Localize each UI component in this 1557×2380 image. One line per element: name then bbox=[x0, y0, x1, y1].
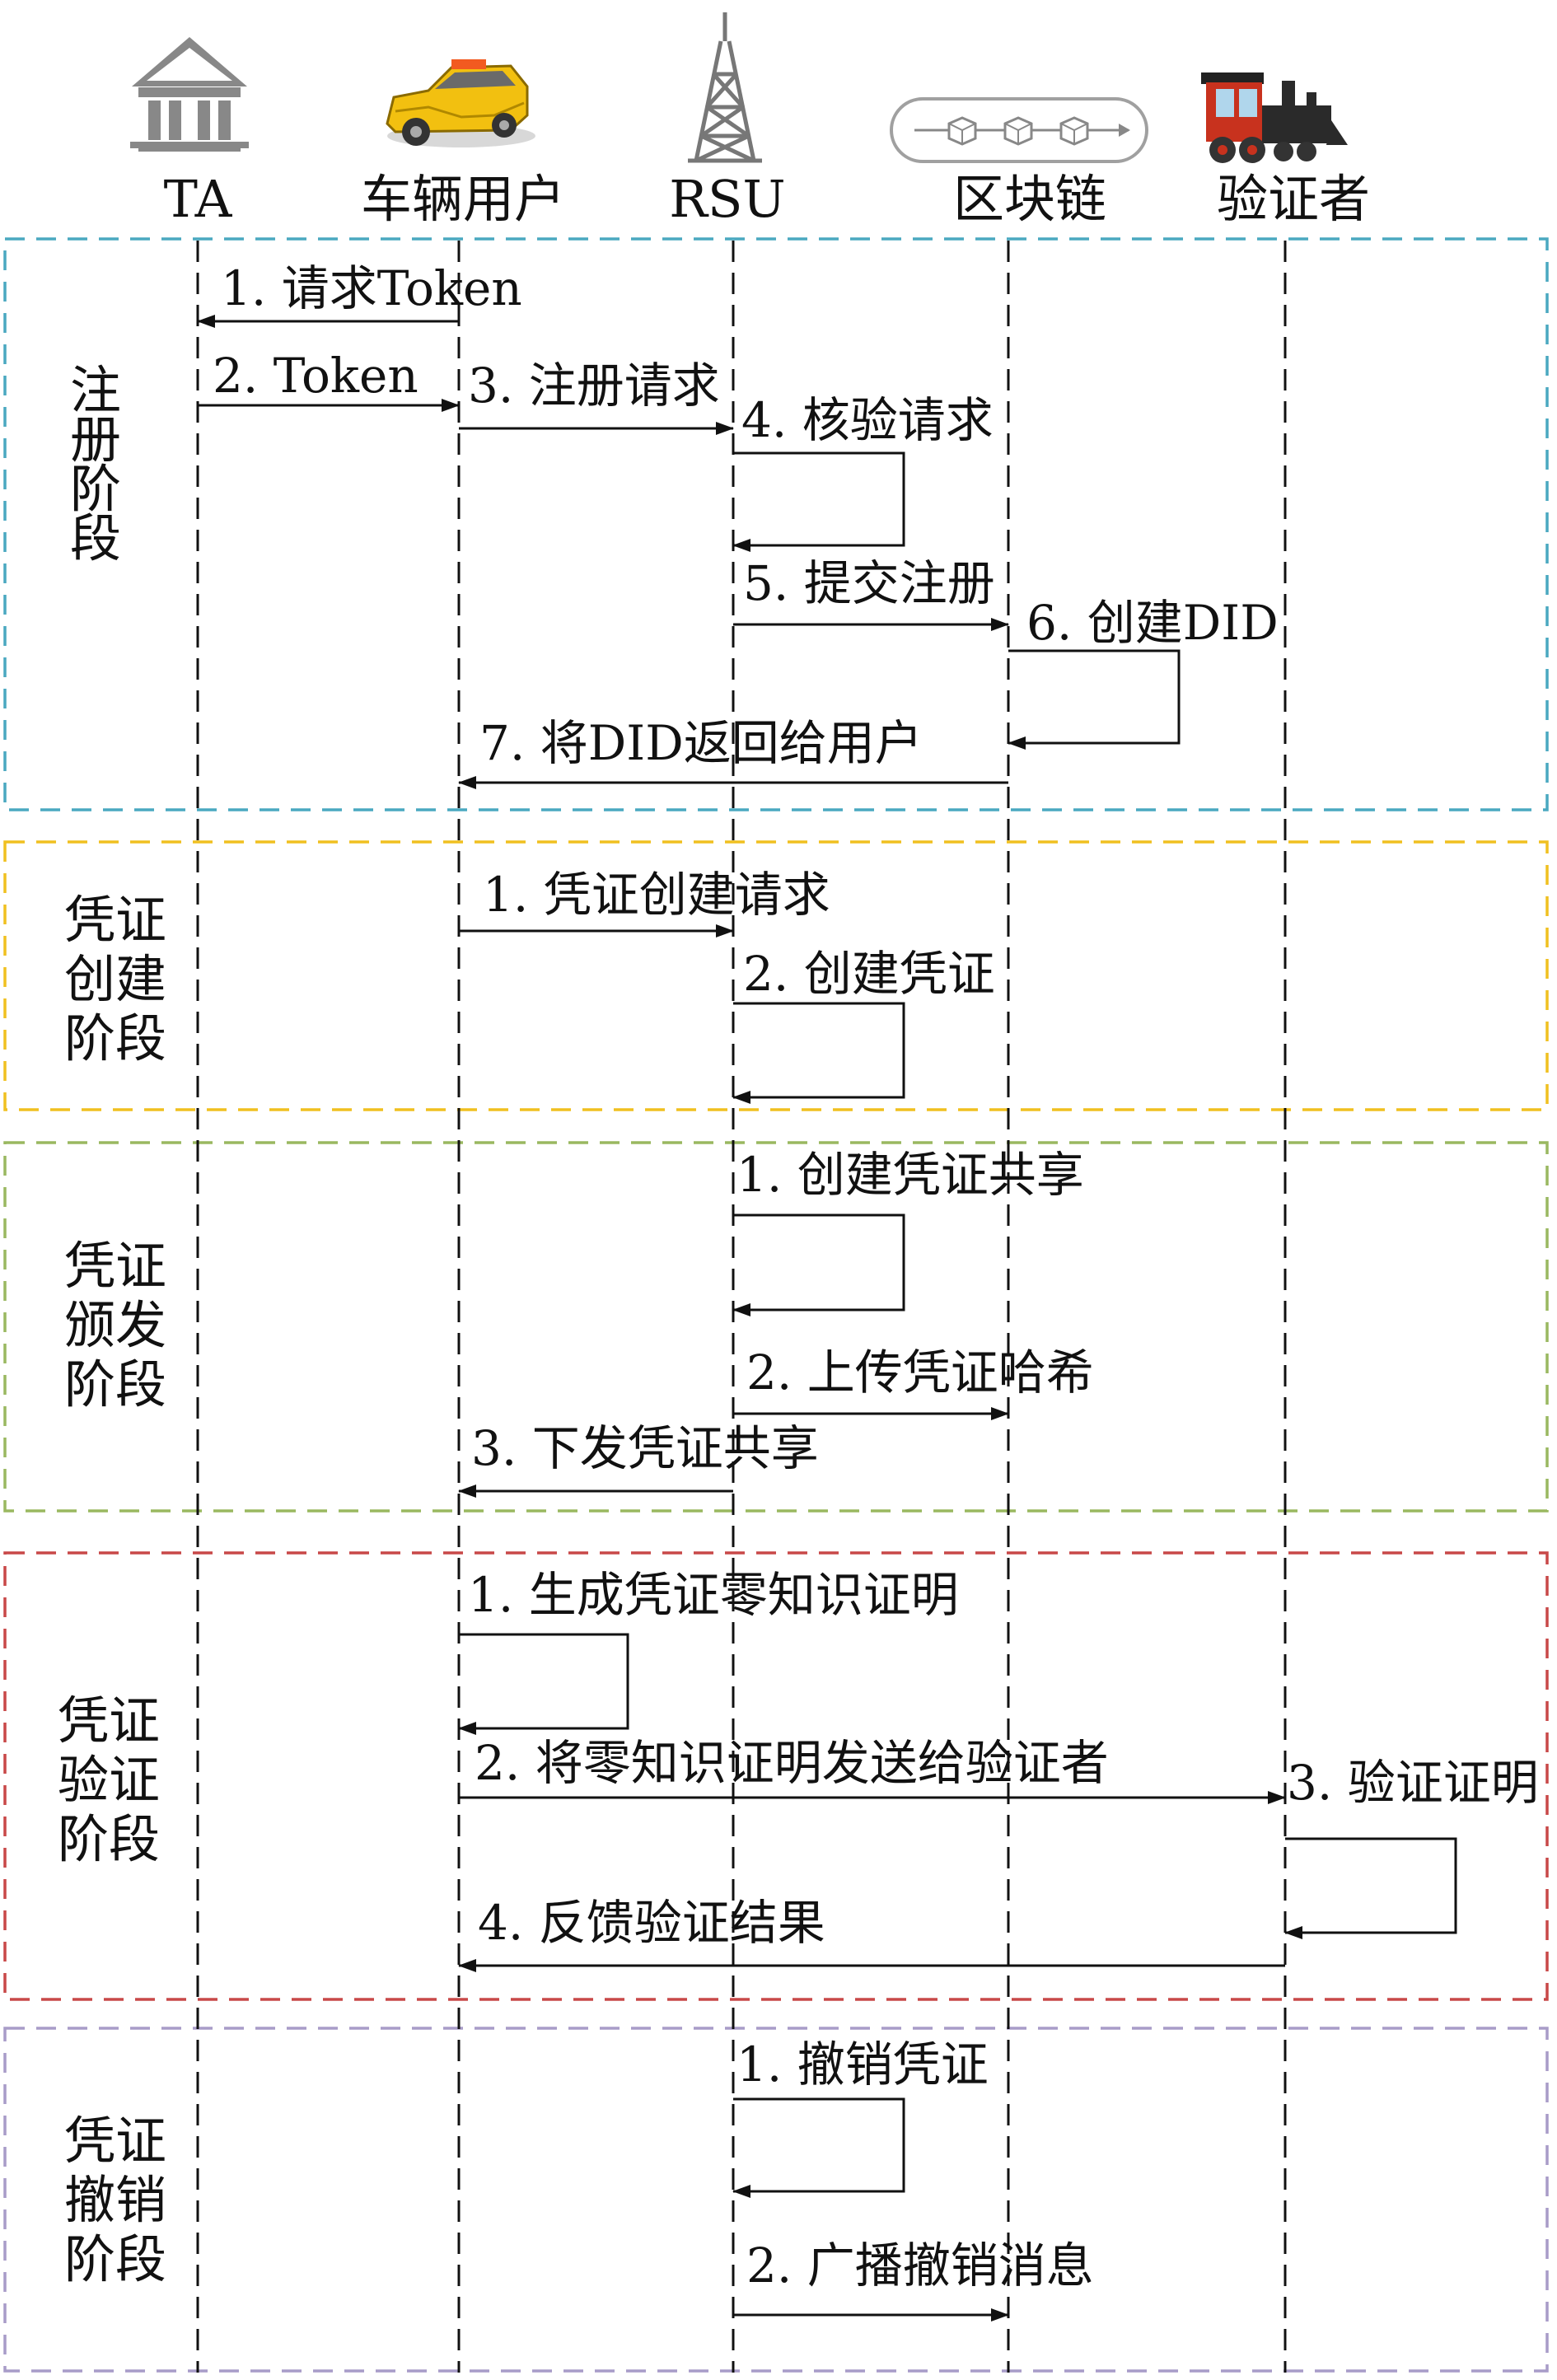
svg-text:注: 注 bbox=[70, 360, 121, 420]
phase-box-create bbox=[3, 840, 1549, 1111]
svg-text:4. 反馈验证结果: 4. 反馈验证结果 bbox=[478, 1895, 825, 1951]
phase-box-issue bbox=[3, 1141, 1549, 1513]
train-icon bbox=[1201, 72, 1348, 163]
message-revoke-2: 2. 广播撤销消息 bbox=[733, 2237, 1094, 2322]
svg-text:段: 段 bbox=[70, 508, 121, 568]
svg-text:阶: 阶 bbox=[70, 459, 121, 519]
svg-text:册: 册 bbox=[70, 409, 121, 470]
svg-text:7. 将DID返回给用户: 7. 将DID返回给用户 bbox=[479, 715, 923, 771]
message-issue-1: 1. 创建凭证共享 bbox=[732, 1147, 1084, 1316]
svg-text:1. 凭证创建请求: 1. 凭证创建请求 bbox=[483, 867, 830, 923]
taxi-icon bbox=[386, 59, 535, 147]
svg-text:凭证: 凭证 bbox=[58, 1690, 160, 1751]
message-register-2: 2. Token bbox=[198, 348, 460, 412]
actor-label-ta: TA bbox=[164, 169, 233, 229]
svg-text:5. 提交注册: 5. 提交注册 bbox=[743, 555, 995, 611]
svg-text:2. Token: 2. Token bbox=[213, 348, 418, 404]
phase-title-register: 注 册 阶 段 bbox=[70, 360, 121, 568]
phase-title-revoke: 凭证 撤销 阶段 bbox=[64, 2111, 166, 2289]
phase-title-create: 凭证 创建 阶段 bbox=[64, 890, 166, 1068]
bank-icon bbox=[130, 37, 249, 152]
svg-text:2. 上传凭证哈希: 2. 上传凭证哈希 bbox=[746, 1344, 1094, 1400]
svg-text:1. 撤销凭证: 1. 撤销凭证 bbox=[736, 2036, 989, 2092]
actor-label-chain: 区块链 bbox=[953, 169, 1106, 229]
svg-text:验证: 验证 bbox=[58, 1750, 160, 1810]
svg-text:1. 请求Token: 1. 请求Token bbox=[221, 260, 522, 316]
actor-label-vehicle: 车辆用户 bbox=[361, 169, 565, 229]
svg-text:阶段: 阶段 bbox=[64, 1354, 166, 1414]
message-register-3: 3. 注册请求 bbox=[459, 358, 734, 435]
message-issue-2: 2. 上传凭证哈希 bbox=[733, 1344, 1094, 1420]
phase-box-verify bbox=[3, 1551, 1549, 2001]
message-register-1: 1. 请求Token bbox=[197, 260, 522, 328]
svg-text:4. 核验请求: 4. 核验请求 bbox=[741, 392, 994, 448]
message-verify-4: 4. 反馈验证结果 bbox=[458, 1895, 1285, 1972]
phase-box-register bbox=[3, 237, 1549, 811]
message-register-5: 5. 提交注册 bbox=[733, 555, 1009, 631]
svg-text:凭证: 凭证 bbox=[64, 1236, 166, 1296]
message-create-1: 1. 凭证创建请求 bbox=[459, 867, 830, 938]
message-revoke-1: 1. 撤销凭证 bbox=[732, 2036, 989, 2198]
message-register-7: 7. 将DID返回给用户 bbox=[458, 715, 1008, 789]
phase-box-revoke bbox=[3, 2027, 1549, 2373]
message-verify-2: 2. 将零知识证明发送给验证者 bbox=[459, 1735, 1286, 1804]
message-create-2: 2. 创建凭证 bbox=[732, 946, 995, 1104]
blockchain-icon bbox=[890, 97, 1148, 163]
message-register-6: 6. 创建DID bbox=[1008, 595, 1279, 750]
svg-text:3. 验证证明: 3. 验证证明 bbox=[1287, 1755, 1539, 1811]
message-verify-1: 1. 生成凭证零知识证明 bbox=[458, 1567, 959, 1735]
svg-text:凭证: 凭证 bbox=[64, 890, 166, 950]
phase-title-issue: 凭证 颁发 阶段 bbox=[64, 1236, 166, 1414]
svg-text:阶段: 阶段 bbox=[58, 1809, 160, 1869]
svg-text:1. 创建凭证共享: 1. 创建凭证共享 bbox=[736, 1147, 1084, 1203]
svg-text:凭证: 凭证 bbox=[64, 2111, 166, 2171]
message-register-4: 4. 核验请求 bbox=[732, 392, 994, 552]
svg-text:颁发: 颁发 bbox=[64, 1295, 166, 1355]
svg-text:3. 注册请求: 3. 注册请求 bbox=[468, 358, 720, 414]
actor-label-verifier: 验证者 bbox=[1217, 169, 1370, 229]
svg-text:创建: 创建 bbox=[64, 949, 166, 1009]
svg-text:2. 创建凭证: 2. 创建凭证 bbox=[743, 946, 995, 1002]
svg-text:6. 创建DID: 6. 创建DID bbox=[1026, 595, 1279, 651]
tower-icon bbox=[688, 12, 762, 163]
svg-text:阶段: 阶段 bbox=[64, 1008, 166, 1068]
svg-text:1. 生成凭证零知识证明: 1. 生成凭证零知识证明 bbox=[468, 1567, 959, 1623]
message-verify-3: 3. 验证证明 bbox=[1284, 1755, 1539, 1939]
svg-text:撤销: 撤销 bbox=[64, 2170, 166, 2230]
actor-label-rsu: RSU bbox=[669, 169, 785, 229]
message-issue-3: 3. 下发凭证共享 bbox=[458, 1420, 819, 1498]
svg-text:阶段: 阶段 bbox=[64, 2229, 166, 2289]
svg-text:3. 下发凭证共享: 3. 下发凭证共享 bbox=[471, 1420, 819, 1476]
svg-text:2. 将零知识证明发送给验证者: 2. 将零知识证明发送给验证者 bbox=[475, 1735, 1109, 1791]
svg-text:2. 广播撤销消息: 2. 广播撤销消息 bbox=[746, 2237, 1094, 2293]
phase-title-verify: 凭证 验证 阶段 bbox=[58, 1690, 160, 1869]
